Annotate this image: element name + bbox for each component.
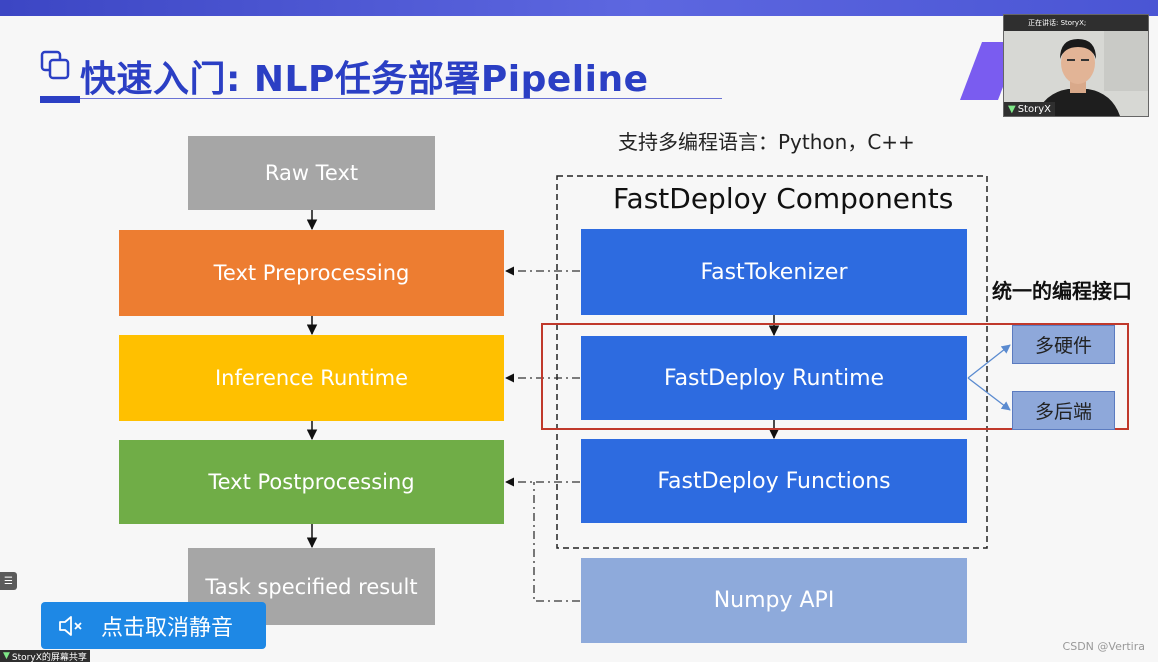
box-raw-text-label: Raw Text [264,161,359,185]
components-container [556,175,988,549]
screen-share-icon: ▼ [3,651,10,661]
components-title: FastDeploy Components [613,182,954,215]
unified-interface-label: 统一的编程接口 [992,279,1132,303]
box-text-preprocessing: Text Preprocessing [119,230,504,316]
watermark: CSDN @Vertira [1062,640,1145,653]
box-fastdeploy-functions-label: FastDeploy Functions [657,468,891,494]
unmute-button-label: 点击取消静音 [101,615,234,641]
webcam-name: StoryX [1017,103,1051,115]
box-inference-runtime: Inference Runtime [119,335,504,421]
languages-note: 支持多编程语言：Python，C++ [618,130,915,154]
title-accent [40,96,80,103]
box-numpy-api-label: Numpy API [713,588,835,613]
box-raw-text: Raw Text [188,136,435,210]
title-icon [40,50,70,80]
box-multi-hardware: 多硬件 [1012,325,1115,364]
side-panel-handle[interactable]: ☰ [0,572,17,590]
branch-to-hardware [967,344,1011,379]
box-multi-backend: 多后端 [1012,391,1115,430]
top-bar [0,0,1158,16]
box-fastdeploy-runtime: FastDeploy Runtime [581,336,967,420]
screen-share-label: ▼ StoryX的屏幕共享 [0,650,90,663]
box-inference-runtime-label: Inference Runtime [214,366,409,390]
box-text-postprocessing-label: Text Postprocessing [208,470,415,494]
box-task-result-label: Task specified result [205,574,418,599]
box-numpy-api: Numpy API [581,558,967,643]
muted-speaker-icon [59,615,82,636]
branch-to-backend [967,377,1011,411]
box-fast-tokenizer: FastTokenizer [581,229,967,315]
webcam-header-text: 正在讲话: StoryX; [1028,19,1087,27]
slide-title: 快速入门: NLP任务部署Pipeline [80,59,649,100]
webcam-footer: ▼ StoryX [1004,102,1055,116]
mic-icon: ▼ [1008,103,1016,115]
box-text-preprocessing-label: Text Preprocessing [213,261,410,285]
box-text-postprocessing: Text Postprocessing [119,440,504,524]
unmute-button[interactable]: 点击取消静音 [41,602,266,649]
webcam-header: 正在讲话: StoryX; [1004,15,1148,31]
box-fastdeploy-functions: FastDeploy Functions [581,439,967,523]
webcam-window[interactable]: 正在讲话: StoryX; ▼ StoryX [1003,14,1149,117]
list-icon: ☰ [4,575,13,587]
box-multi-backend-label: 多后端 [1034,401,1092,423]
runtime-highlight-box [541,323,1129,430]
box-fastdeploy-runtime-label: FastDeploy Runtime [663,365,885,391]
screen-share-text: StoryX的屏幕共享 [11,652,87,663]
speaker-avatar [1004,31,1148,116]
title-underline [40,98,722,99]
box-multi-hardware-label: 多硬件 [1034,335,1092,357]
box-fast-tokenizer-label: FastTokenizer [700,259,848,285]
